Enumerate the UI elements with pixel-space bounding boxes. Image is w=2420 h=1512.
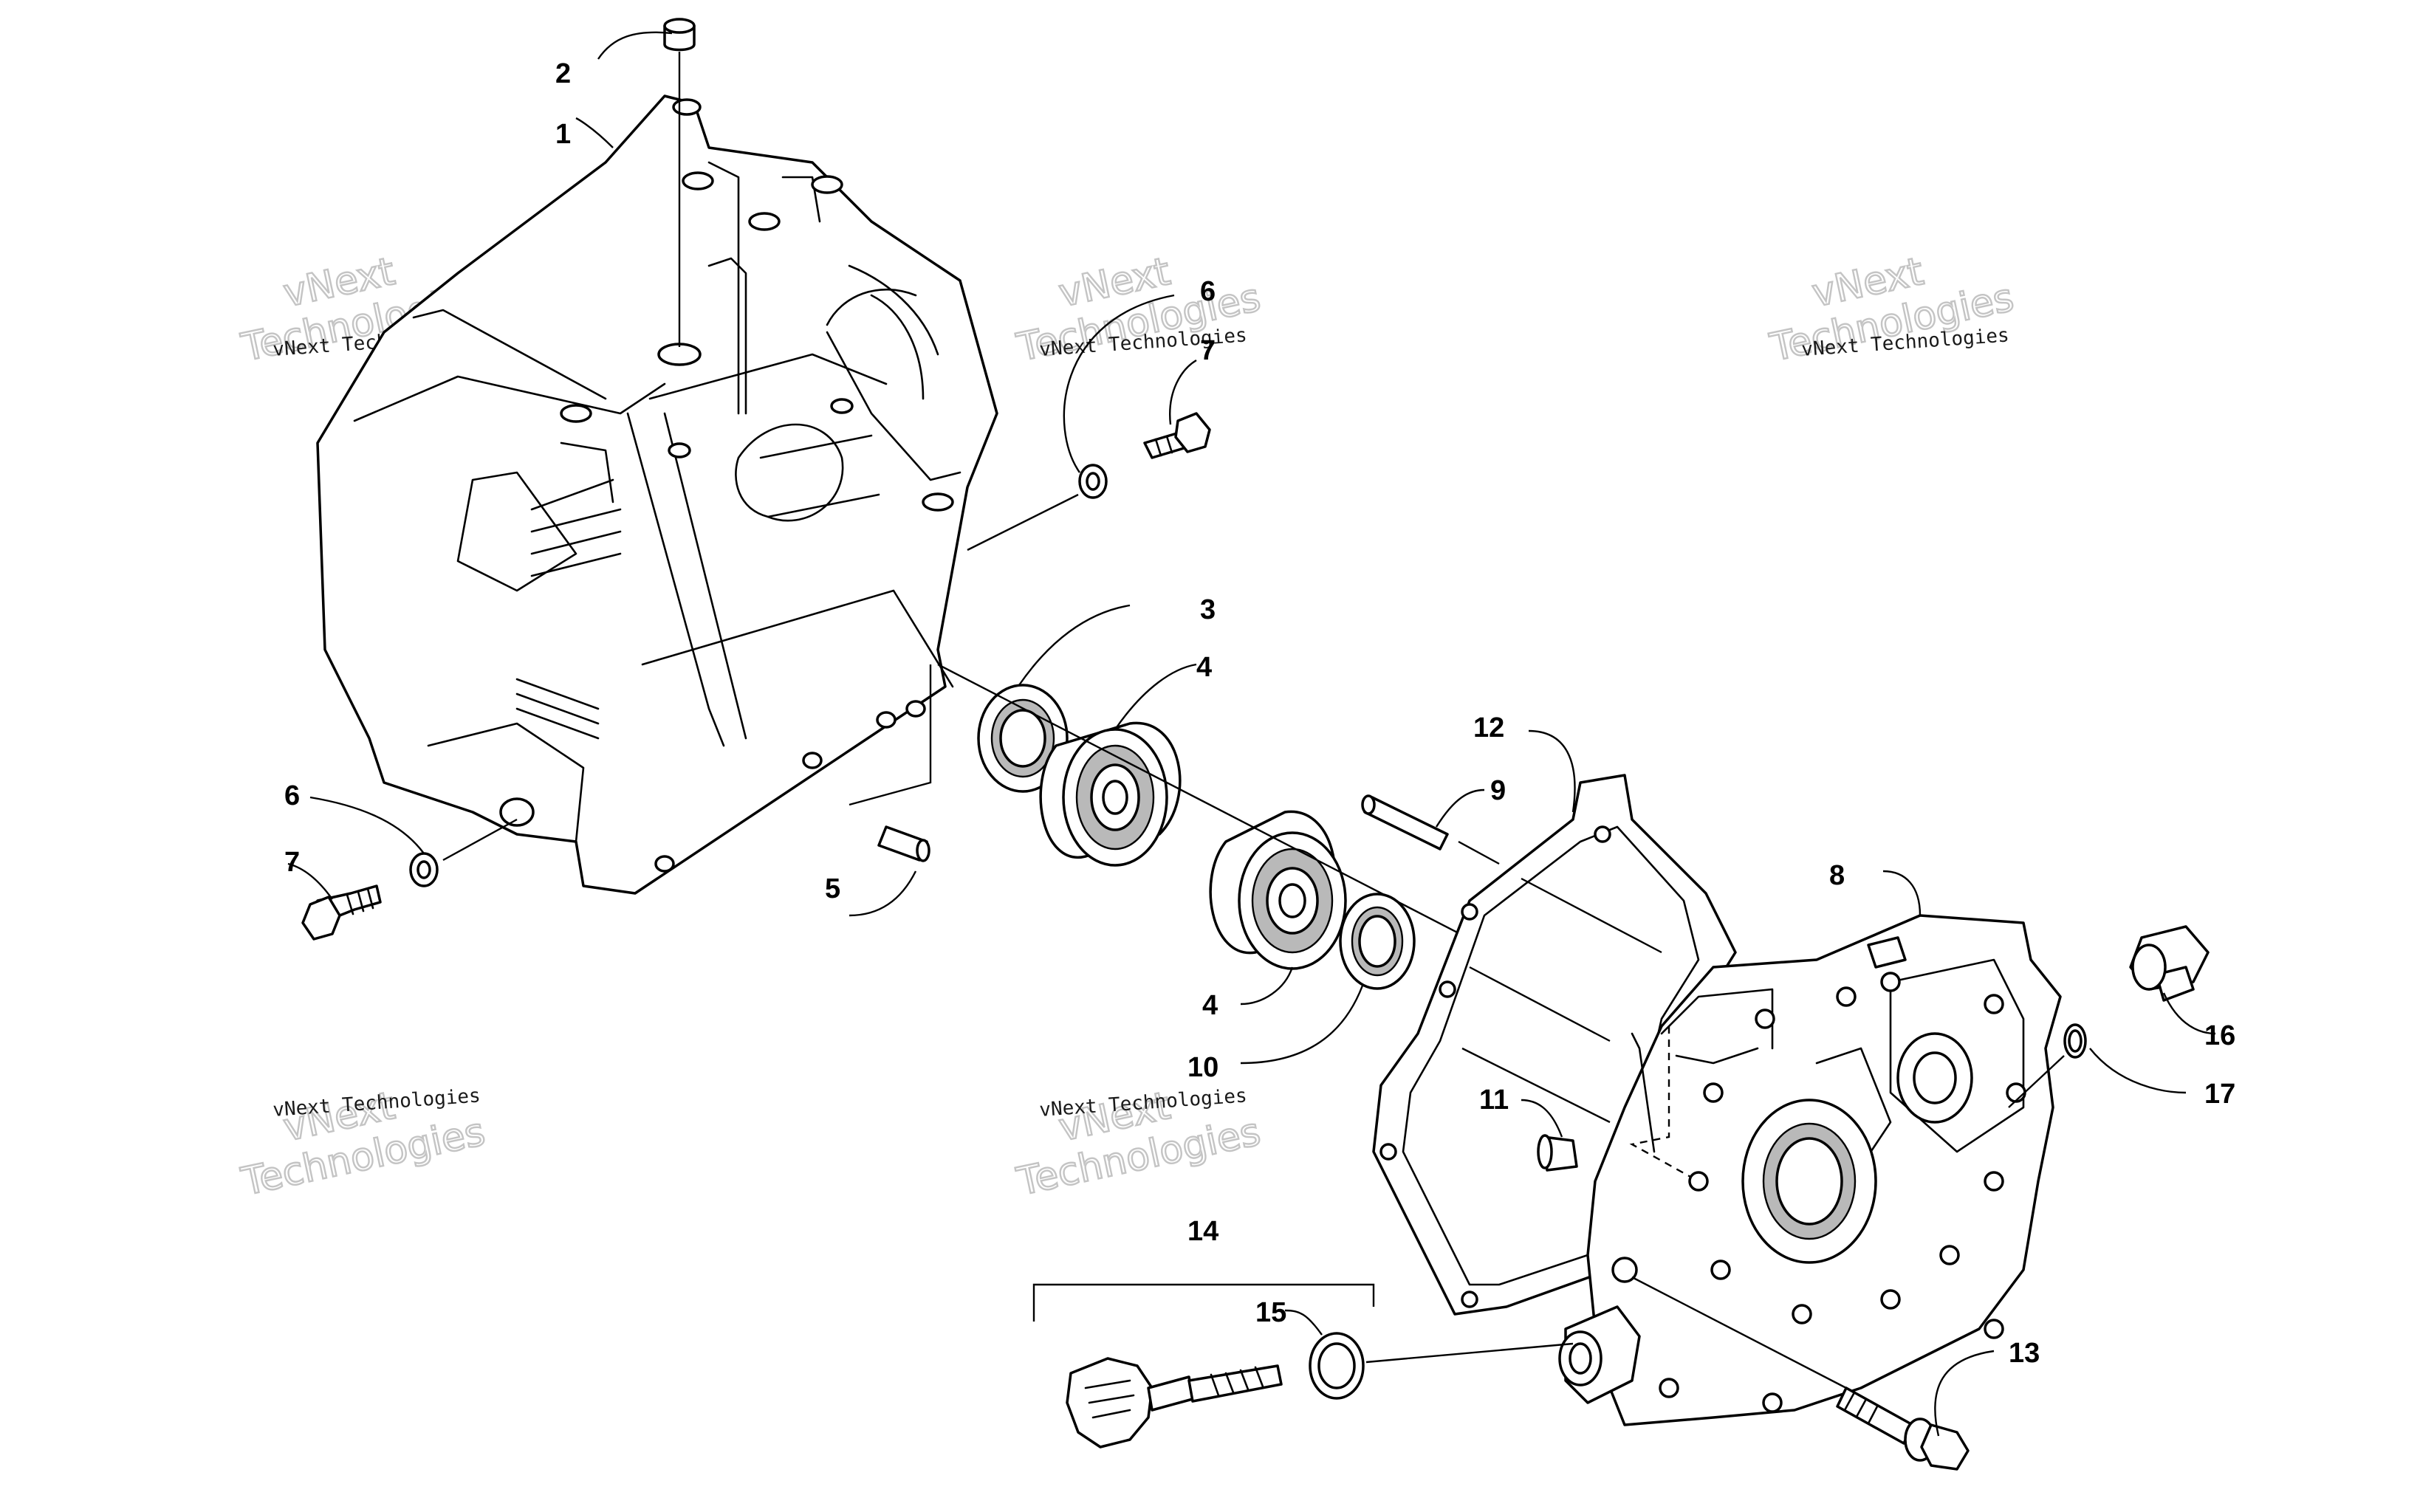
callout-14: 14 <box>1187 1216 1218 1247</box>
callout-13: 13 <box>2009 1338 2040 1369</box>
callout-8: 8 <box>1829 860 1845 891</box>
crankcase-right-cover <box>1558 914 2062 1426</box>
dowel-pin-gasket <box>1537 1134 1578 1172</box>
callout-17: 17 <box>2204 1079 2235 1110</box>
leader-lines <box>287 31 2216 1437</box>
callout-7-upper: 7 <box>1200 335 1216 366</box>
callout-4-upper: 4 <box>1196 652 1212 683</box>
callout-labels: 1 2 3 4 4 5 6 6 7 7 8 9 10 11 12 13 14 1… <box>284 58 2235 1369</box>
dowel-pin-top <box>663 18 696 347</box>
dipstick-washer <box>1309 1332 1574 1400</box>
dipstick-assembly <box>1066 1357 1283 1449</box>
callout-6-upper: 6 <box>1200 276 1216 307</box>
callout-7-lower: 7 <box>284 847 300 878</box>
callout-3: 3 <box>1200 594 1216 625</box>
callout-1: 1 <box>555 119 571 150</box>
callout-15: 15 <box>1255 1297 1286 1328</box>
callout-9: 9 <box>1490 775 1506 806</box>
callout-10: 10 <box>1187 1052 1218 1083</box>
callout-12: 12 <box>1473 712 1504 743</box>
ball-bearing-upper <box>1039 721 1182 867</box>
o-ring <box>2008 1023 2087 1108</box>
callout-11: 11 <box>1479 1085 1509 1116</box>
callout-16: 16 <box>2204 1020 2235 1051</box>
callout-6-lower: 6 <box>284 780 300 811</box>
callout-2: 2 <box>555 58 571 89</box>
callout-4-lower: 4 <box>1202 990 1218 1021</box>
oil-seal-right <box>1339 893 1416 990</box>
drain-plug <box>2129 925 2210 1002</box>
crankcase-left-half <box>316 94 998 895</box>
dipstick-bracket <box>1032 1283 1375 1322</box>
ball-bearing-lower <box>1209 810 1347 970</box>
flange-bolt-right <box>1631 1276 1970 1471</box>
washer-bolt-right <box>967 412 1211 551</box>
dowel-pin-right <box>1361 794 1500 865</box>
washer-bolt-left <box>301 818 518 941</box>
dowel-pin-lower <box>849 664 932 862</box>
callout-5: 5 <box>825 873 840 904</box>
